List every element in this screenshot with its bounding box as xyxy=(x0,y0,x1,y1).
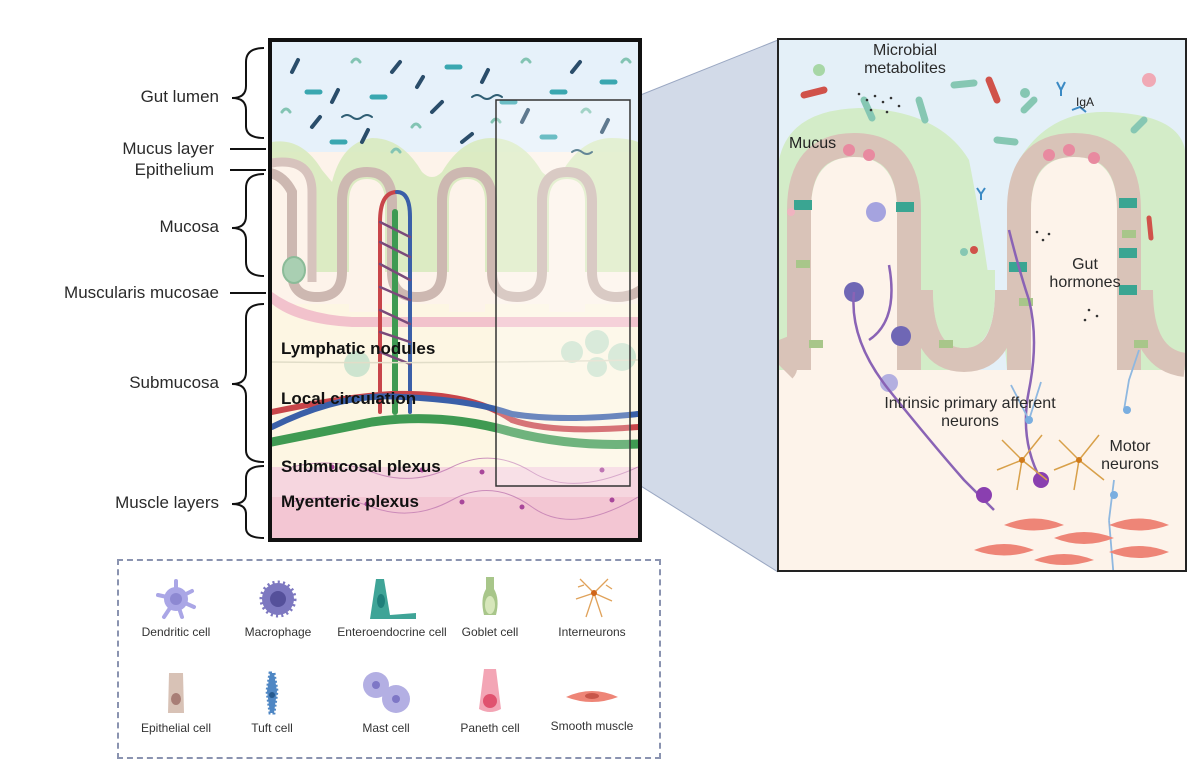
ipan-cell-body-2 xyxy=(1033,472,1049,488)
legend-item-interneurons: Interneurons xyxy=(537,575,647,639)
legend-item-macrophage: Macrophage xyxy=(223,577,333,639)
legend-label: Paneth cell xyxy=(460,721,520,735)
label-lymphatic-nodules: Lymphatic nodules xyxy=(281,339,436,358)
bracket-muscle-layers xyxy=(231,465,265,539)
label-iga: IgA xyxy=(1076,95,1095,109)
label-submucosal-plexus: Submucosal plexus xyxy=(281,457,441,476)
legend-label: Macrophage xyxy=(244,625,312,639)
macrophage-icon xyxy=(259,580,297,618)
zoomed-detail-panel xyxy=(777,38,1187,572)
legend-item-epithelial: Epithelial cell xyxy=(121,671,231,735)
villi xyxy=(272,166,638,303)
ipan-neurons xyxy=(852,229,1043,511)
cell-legend: Dendritic cell Macrophage Enteroendocrin… xyxy=(117,559,661,759)
label-microbial-metabolites: Microbial metabolites xyxy=(845,42,965,78)
legend-item-paneth: Paneth cell xyxy=(455,667,525,735)
label-ipan-line1: Intrinsic primary afferent xyxy=(884,395,1056,412)
enteroendocrine-cell-icon xyxy=(370,579,416,619)
goblet-cell-icon xyxy=(482,577,498,615)
layer-brackets xyxy=(230,47,266,539)
label-epithelium: Epithelium xyxy=(134,160,214,179)
bracket-gut-lumen xyxy=(231,47,265,139)
microbiota xyxy=(280,57,632,155)
pink-microbe xyxy=(1142,73,1156,87)
villus-right xyxy=(1007,132,1141,370)
legend-label: Dendritic cell xyxy=(141,625,211,639)
paneth-cells xyxy=(843,144,1100,164)
lymph-follicle xyxy=(282,256,306,284)
legend-item-smooth-muscle: Smooth muscle xyxy=(537,679,647,733)
green-microbe xyxy=(813,64,825,76)
label-microbial-line1: Microbial xyxy=(872,42,937,59)
bracket-mucosa xyxy=(231,173,265,277)
ipan-cell-body-1 xyxy=(976,487,992,503)
villus-left xyxy=(787,132,921,370)
crypt xyxy=(909,289,1019,373)
label-gut-hormones: Gut hormones xyxy=(1040,256,1130,292)
macrophage xyxy=(891,326,911,346)
label-gut-lumen: Gut lumen xyxy=(140,87,219,106)
bracket-submucosa xyxy=(231,303,265,463)
label-ipan: Intrinsic primary afferent neurons xyxy=(860,395,1080,431)
submucosal-plexus-network xyxy=(291,457,638,520)
legend-item-dendritic-cell: Dendritic cell xyxy=(121,577,231,639)
label-muscularis-mucosae: Muscularis mucosae xyxy=(64,283,219,302)
vessel-vein-horizontal xyxy=(272,393,638,430)
dendritic-cell xyxy=(866,202,886,222)
legend-label: Goblet cell xyxy=(461,625,519,639)
label-gut-hormones-line1: Gut xyxy=(1072,256,1098,273)
label-gut-hormones-line2: hormones xyxy=(1049,274,1121,291)
lumen-bacteria xyxy=(787,76,1154,256)
gut-wall-panel xyxy=(268,38,642,542)
interneurons xyxy=(996,434,1105,491)
gut-wall-illustration xyxy=(272,42,638,538)
legend-label: Epithelial cell xyxy=(140,721,212,735)
label-mucus-layer: Mucus layer xyxy=(122,139,214,158)
mast-cell xyxy=(880,374,898,392)
goblet-cells xyxy=(796,230,1148,348)
zoomed-villi-illustration xyxy=(779,40,1185,570)
vessel-vein-vertical xyxy=(395,190,412,414)
label-mucus: Mucus xyxy=(789,135,837,152)
label-motor-line2: neurons xyxy=(1101,456,1159,473)
motor-neurons xyxy=(1010,349,1140,570)
legend-label: Interneurons xyxy=(558,625,626,639)
label-mucosa: Mucosa xyxy=(159,217,219,236)
lymphatic-nodules xyxy=(344,330,636,377)
legend-item-enteroendocrine: Enteroendocrine cell xyxy=(337,575,447,639)
dendritic-cell-icon xyxy=(156,579,196,619)
label-submucosa: Submucosa xyxy=(129,373,219,392)
legend-label: Enteroendocrine cell xyxy=(337,625,447,639)
vessel-lymph-horizontal xyxy=(272,414,638,449)
label-motor-line1: Motor xyxy=(1109,438,1151,455)
label-local-circulation: Local circulation xyxy=(281,389,417,408)
label-microbial-line2: metabolites xyxy=(864,60,946,77)
smooth-muscle-icon xyxy=(566,691,618,702)
label-muscle-layers: Muscle layers xyxy=(115,493,219,512)
interneuron-icon xyxy=(575,578,613,618)
paneth-cell-icon xyxy=(479,669,501,712)
label-myenteric-plexus: Myenteric plexus xyxy=(281,492,419,511)
label-motor-neurons: Motor neurons xyxy=(1090,438,1170,474)
legend-label: Mast cell xyxy=(362,721,410,735)
muscularis-mucosae xyxy=(272,292,638,327)
smooth-muscle-cells xyxy=(974,518,1169,565)
legend-label: Tuft cell xyxy=(251,721,293,735)
iga-antibodies xyxy=(976,81,1087,200)
metabolite-particles xyxy=(857,92,1099,322)
tuft-cell-icon xyxy=(265,671,279,715)
label-ipan-line2: neurons xyxy=(941,413,999,430)
zoom-region-frame xyxy=(495,99,631,487)
legend-item-goblet: Goblet cell xyxy=(455,575,525,639)
epithelial-cell-icon xyxy=(168,673,184,713)
legend-item-mast: Mast cell xyxy=(331,667,441,735)
mast-cell-icon xyxy=(363,672,410,713)
legend-item-tuft: Tuft cell xyxy=(217,671,327,735)
legend-label: Smooth muscle xyxy=(550,719,634,733)
